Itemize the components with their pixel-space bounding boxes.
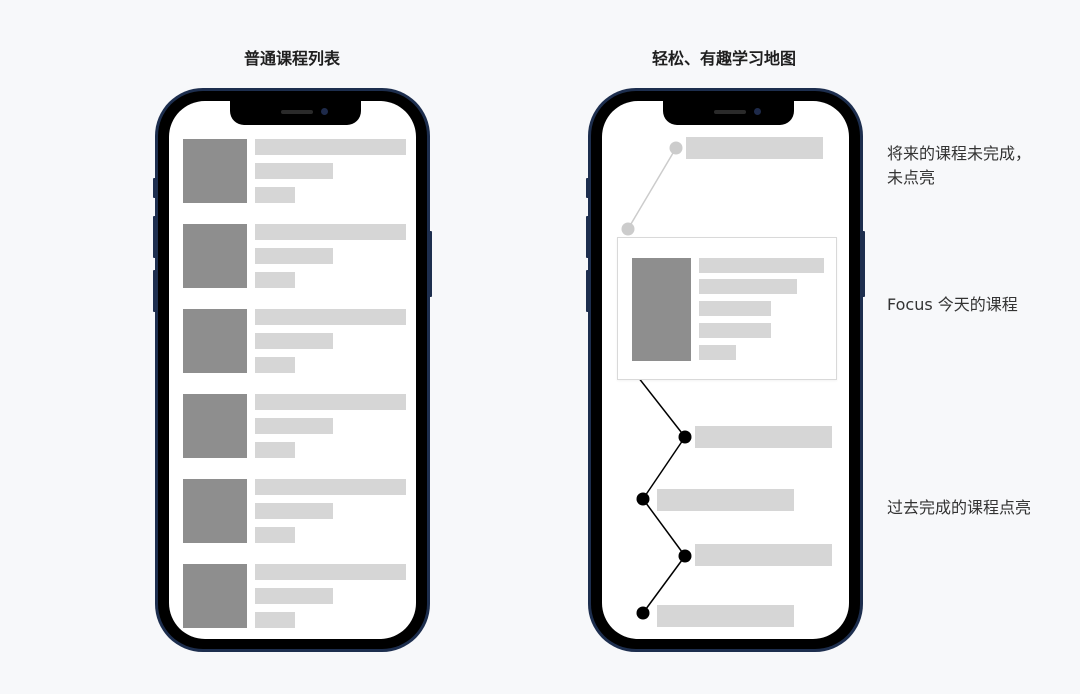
title-learning-map: 轻松、有趣学习地图 xyxy=(651,49,796,68)
volume-down-button xyxy=(153,270,156,312)
past-course-bar xyxy=(657,489,794,511)
phone-screen xyxy=(602,101,849,639)
placeholder-meta xyxy=(255,527,295,543)
placeholder-title xyxy=(699,258,824,273)
title-normal-course-list: 普通课程列表 xyxy=(243,49,340,68)
future-course-bar xyxy=(686,137,823,159)
future-path-segment xyxy=(627,147,677,230)
placeholder-meta xyxy=(255,612,295,628)
annotation-future-line2: 未点亮 xyxy=(887,168,936,187)
volume-down-button xyxy=(586,270,589,312)
placeholder-subtitle xyxy=(255,588,333,604)
phone-screen xyxy=(169,101,416,639)
past-course-bar xyxy=(695,544,832,566)
course-list-item[interactable] xyxy=(183,139,408,205)
placeholder-subtitle xyxy=(255,248,333,264)
placeholder-title xyxy=(255,394,406,410)
power-button xyxy=(862,231,865,297)
course-list-item[interactable] xyxy=(183,309,408,375)
past-course-node[interactable] xyxy=(636,606,650,620)
placeholder-subtitle xyxy=(255,503,333,519)
annotation-past-courses: 过去完成的课程点亮 xyxy=(887,498,1032,517)
phone-notch xyxy=(663,101,794,125)
course-thumbnail xyxy=(183,139,247,203)
placeholder-meta xyxy=(255,442,295,458)
course-list-item[interactable] xyxy=(183,224,408,290)
placeholder-meta xyxy=(255,187,295,203)
course-thumbnail xyxy=(183,564,247,628)
placeholder-title xyxy=(255,309,406,325)
today-focus-card[interactable] xyxy=(617,237,837,380)
future-course-node[interactable] xyxy=(669,141,683,155)
speaker-grille xyxy=(281,110,313,114)
phone-notch xyxy=(230,101,361,125)
learning-map-path xyxy=(621,137,832,627)
past-path-segment xyxy=(642,498,686,557)
mute-switch xyxy=(586,178,589,198)
phone-normal-list xyxy=(153,88,432,652)
placeholder-title xyxy=(255,224,406,240)
focus-course-thumbnail xyxy=(632,258,691,361)
course-thumbnail xyxy=(183,224,247,288)
placeholder-meta xyxy=(699,345,736,360)
front-camera xyxy=(321,108,328,115)
placeholder-line xyxy=(699,301,771,316)
placeholder-title xyxy=(255,564,406,580)
annotation-future-courses: 将来的课程未完成， 未点亮 xyxy=(887,142,1031,190)
past-course-node[interactable] xyxy=(636,492,650,506)
phone-learning-map xyxy=(586,88,865,652)
course-list-item[interactable] xyxy=(183,394,408,460)
course-thumbnail xyxy=(183,394,247,458)
past-course-bar xyxy=(695,426,832,448)
placeholder-line xyxy=(699,279,797,294)
future-course-node[interactable] xyxy=(621,222,635,236)
past-course-node[interactable] xyxy=(678,430,692,444)
past-path-segment xyxy=(637,376,686,438)
course-thumbnail xyxy=(183,309,247,373)
past-course-bar xyxy=(657,605,794,627)
placeholder-line xyxy=(699,323,771,338)
past-course-node[interactable] xyxy=(678,549,692,563)
placeholder-subtitle xyxy=(255,163,333,179)
placeholder-meta xyxy=(255,272,295,288)
mute-switch xyxy=(153,178,156,198)
placeholder-meta xyxy=(255,357,295,373)
volume-up-button xyxy=(586,216,589,258)
speaker-grille xyxy=(714,110,746,114)
course-thumbnail xyxy=(183,479,247,543)
placeholder-subtitle xyxy=(255,418,333,434)
placeholder-title xyxy=(255,139,406,155)
annotation-future-line1: 将来的课程未完成， xyxy=(887,144,1032,163)
annotation-focus-today: Focus 今天的课程 xyxy=(887,295,1018,314)
past-path-segment xyxy=(642,555,686,614)
front-camera xyxy=(754,108,761,115)
course-list-item[interactable] xyxy=(183,479,408,545)
placeholder-subtitle xyxy=(255,333,333,349)
course-list-item[interactable] xyxy=(183,564,408,630)
volume-up-button xyxy=(153,216,156,258)
past-path-segment xyxy=(642,436,686,500)
power-button xyxy=(429,231,432,297)
placeholder-title xyxy=(255,479,406,495)
